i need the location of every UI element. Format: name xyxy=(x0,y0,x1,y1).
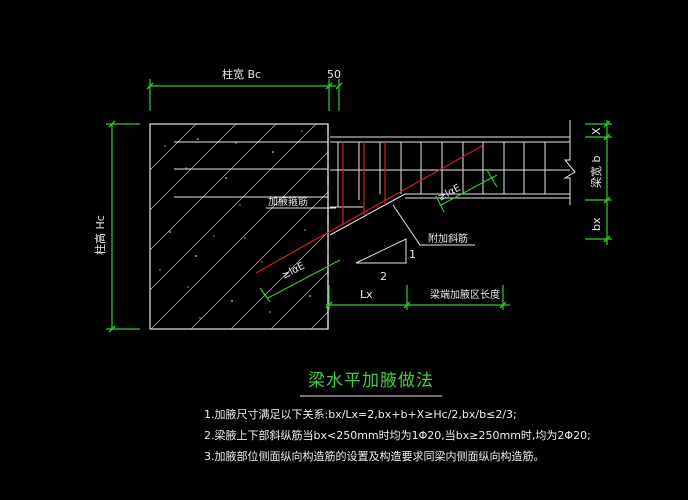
beam-width-label: 梁宽 b xyxy=(589,156,603,188)
haunch-length-label: Lx xyxy=(360,288,373,301)
drawing-title: 梁水平加腋做法 xyxy=(308,371,434,391)
haunch-width-label: bx xyxy=(590,217,603,231)
column-height-label: 柱高 Hc xyxy=(93,215,107,255)
anchorage-label-2: ≥lαE xyxy=(280,261,306,282)
diagonal-bar-leader xyxy=(392,204,475,246)
haunch-stirrup-label: 加腋箍筋 xyxy=(268,195,308,208)
slope-triangle xyxy=(355,238,407,264)
extra-diagonal-bar-label: 附加斜筋 xyxy=(428,232,468,245)
top-x-label: X xyxy=(590,127,603,135)
note-3: 3.加腋部位侧面纵向构造筋的设置及构造要求同梁内侧面纵向构造筋。 xyxy=(204,449,545,463)
note-1: 1.加腋尺寸满足以下关系:bx/Lx=2,bx+b+X≥Hc/2,bx/b≤2/… xyxy=(204,407,517,421)
haunch-rebars xyxy=(255,142,483,274)
slope-run-label: 2 xyxy=(380,270,387,283)
dimension-lines xyxy=(106,79,612,330)
beam xyxy=(329,120,576,236)
column xyxy=(149,123,329,330)
haunch-region-label: 梁端加腋区长度 xyxy=(430,288,500,301)
column-width-label: 柱宽 Bc xyxy=(222,67,261,81)
note-2: 2.梁腋上下部斜纵筋当bx<250mm时均为1Φ20,当bx≥250mm时,均为… xyxy=(204,428,591,442)
concrete-hatch xyxy=(150,124,328,329)
slope-rise-label: 1 xyxy=(409,248,416,261)
dimension-ticks xyxy=(108,82,611,333)
offset-label: 50 xyxy=(327,68,341,81)
aggregate-dots xyxy=(159,130,311,319)
